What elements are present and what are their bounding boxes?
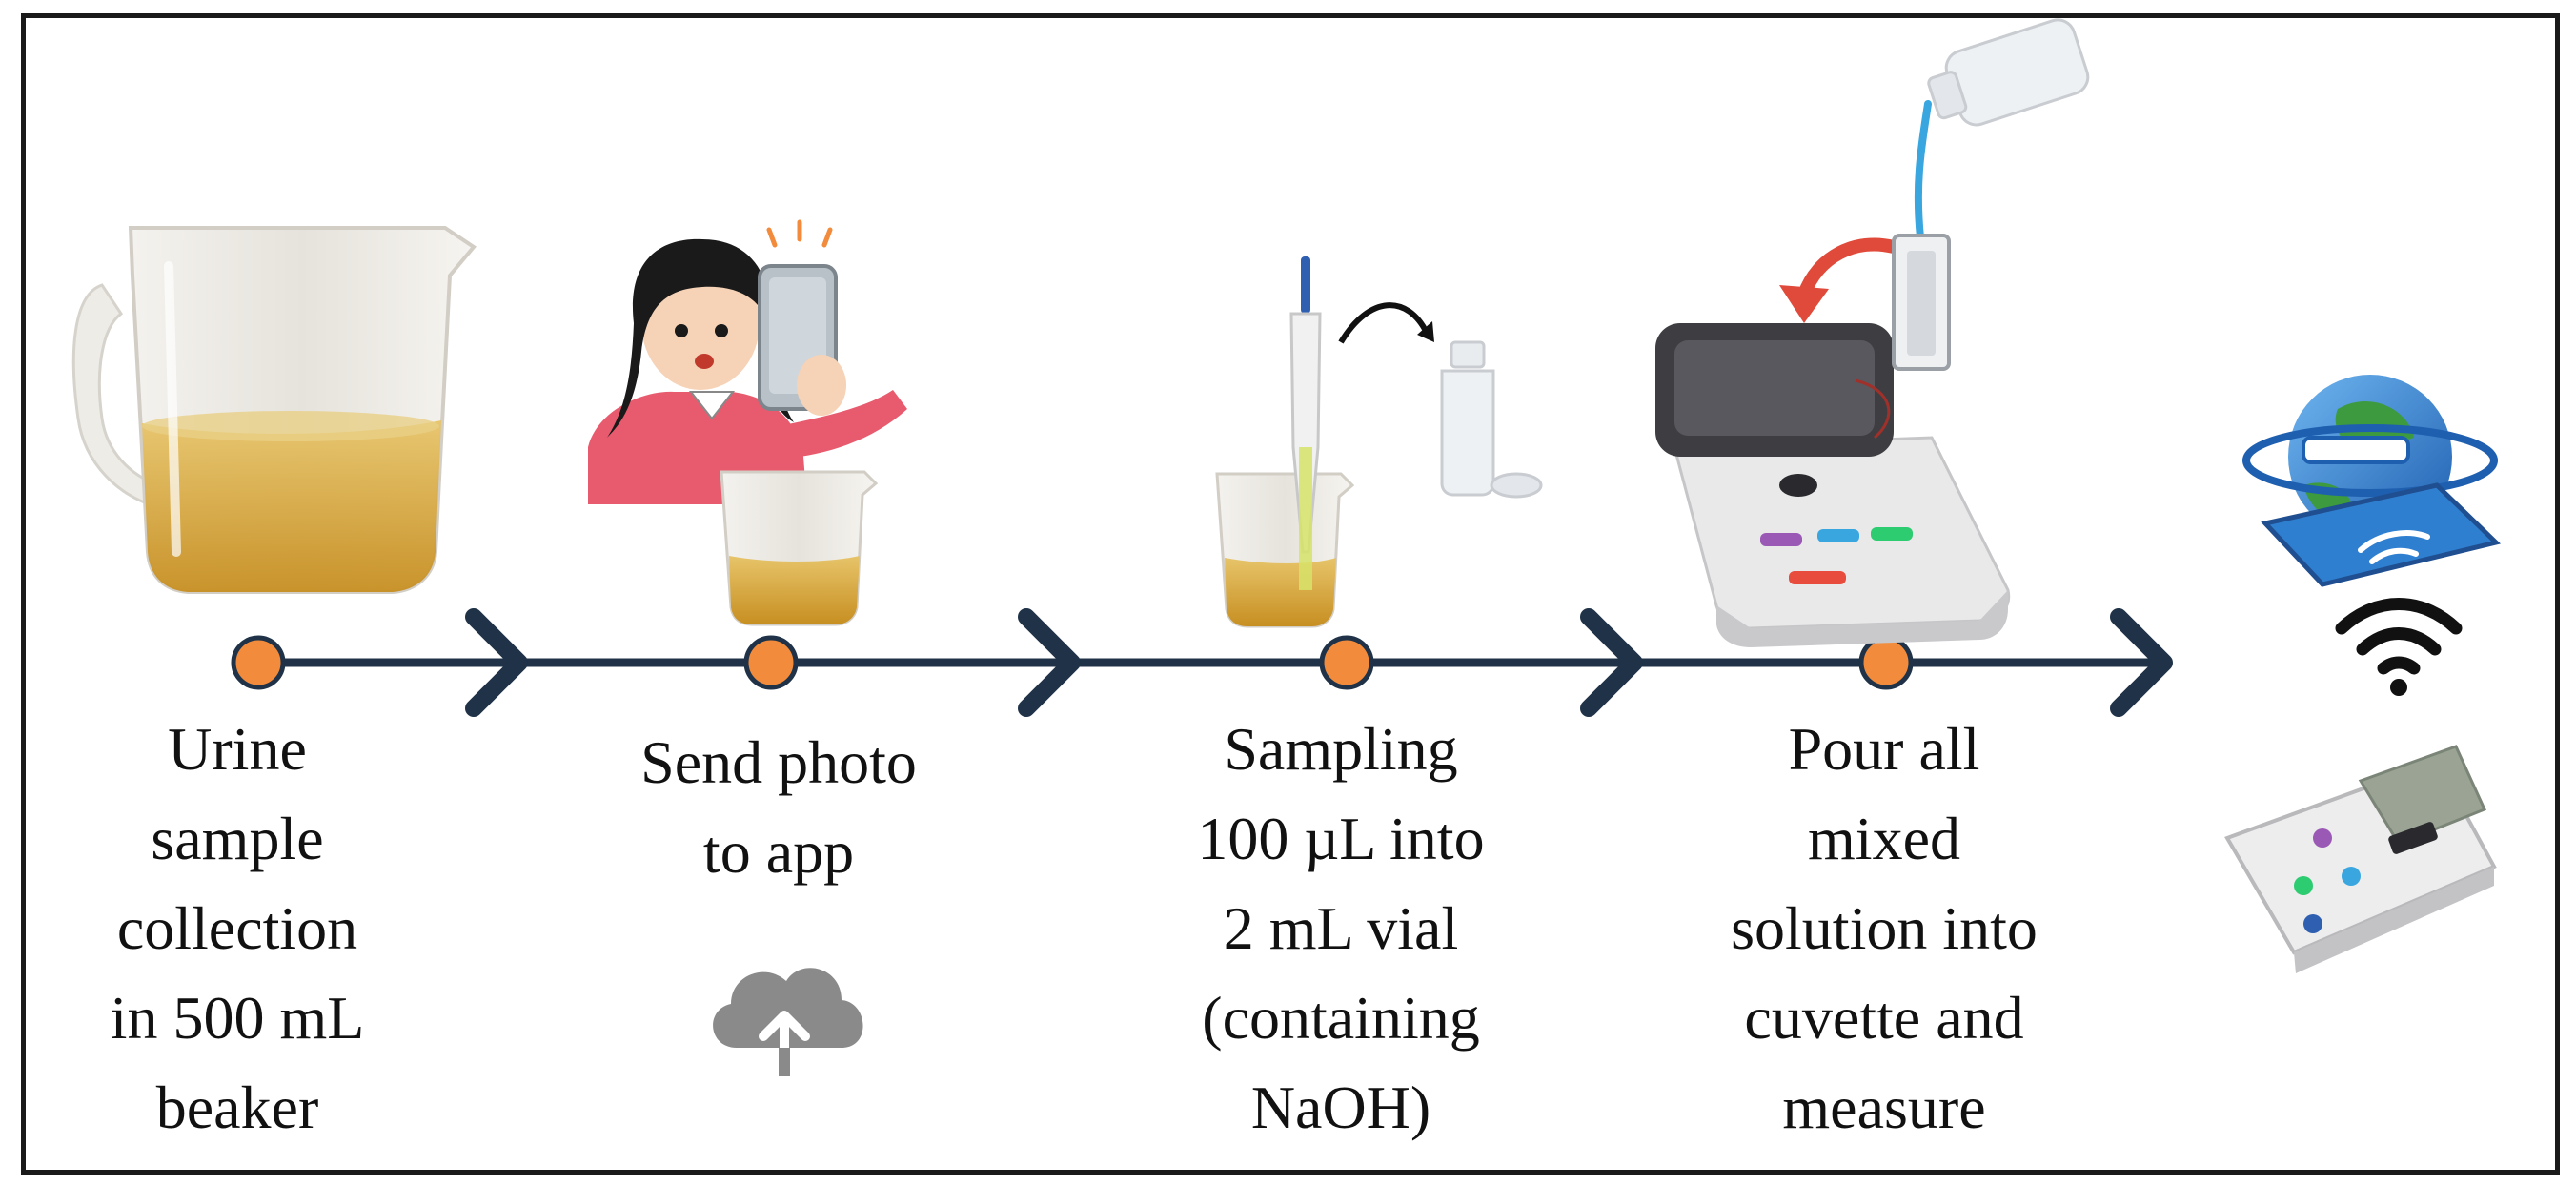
timeline-arrow-4 xyxy=(2110,608,2173,717)
photometer-device-icon xyxy=(1655,323,2011,647)
diagram-frame: Urine sample collection in 500 mL beaker… xyxy=(21,13,2560,1175)
globe-tablet-icon xyxy=(2242,375,2502,587)
timeline-arrow-2 xyxy=(1018,608,1081,717)
timeline-arrow-3 xyxy=(1580,608,1643,717)
step-label-measure: Pour all mixed solution into cuvette and… xyxy=(1731,715,2038,1141)
timeline-node-3 xyxy=(1319,635,1374,690)
lid-arrow xyxy=(1855,378,1891,440)
insert-arrow-head xyxy=(1779,285,1829,323)
step-label-sampling: Sampling 100 µL into 2 mL vial (containi… xyxy=(1197,715,1485,1141)
timeline xyxy=(231,608,2173,717)
timeline-node-2 xyxy=(743,635,799,690)
measuring-device-icon xyxy=(2224,745,2497,973)
timeline-node-4 xyxy=(1858,635,1914,690)
insert-arrow xyxy=(1797,237,1900,301)
workflow-diagram xyxy=(71,18,2502,1079)
transfer-arrow xyxy=(1338,302,1430,344)
step-label-collect: Urine sample collection in 500 mL beaker xyxy=(110,715,365,1141)
pipette-icon xyxy=(1289,256,1322,590)
timeline-arrow-1 xyxy=(465,608,528,717)
beaker-icon xyxy=(71,226,477,594)
cloud-upload-icon xyxy=(713,968,863,1079)
timeline-node-1 xyxy=(231,635,286,690)
vial-icon xyxy=(1440,340,1543,499)
small-beaker-icon xyxy=(720,470,879,626)
person-with-phone-icon xyxy=(588,219,907,504)
wifi-icon xyxy=(2335,598,2463,696)
small-beaker-icon-2 xyxy=(1215,472,1355,628)
step-label-photo: Send photo to app xyxy=(640,728,917,886)
cuvette-icon xyxy=(1892,18,2090,371)
transfer-arrow-head xyxy=(1417,321,1434,342)
